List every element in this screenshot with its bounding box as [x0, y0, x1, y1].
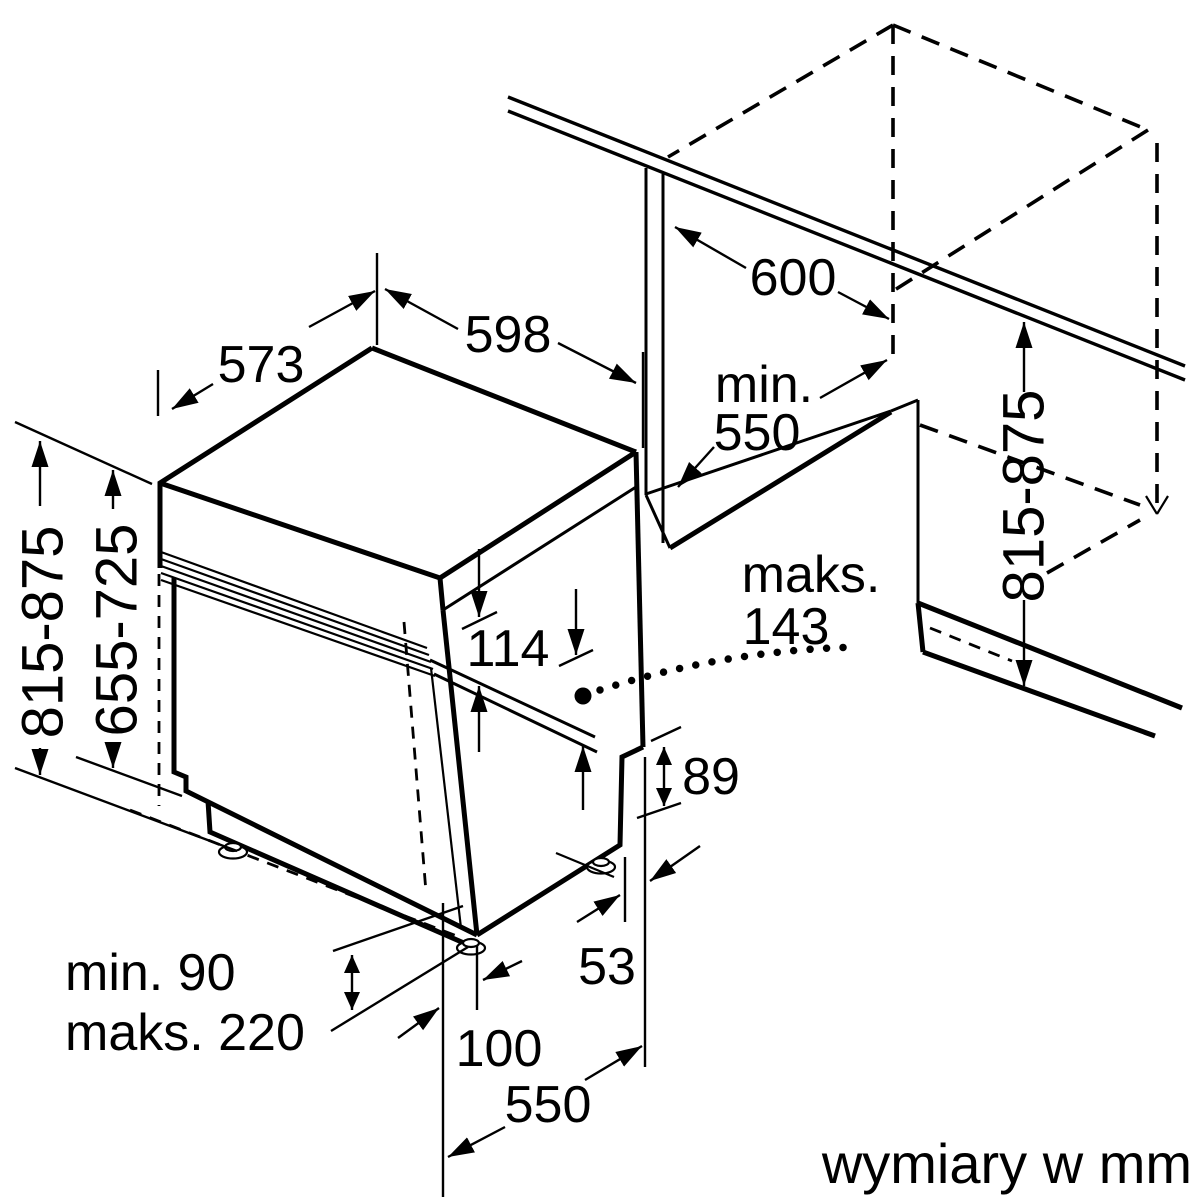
dim-label-width-top: 598 [465, 306, 552, 364]
dim-label-door-panel-thickness: 100 [456, 1020, 543, 1078]
dim-label-height-inner-left: 655-725 [84, 524, 149, 737]
dim-label-height-total-left: 815-875 [10, 526, 75, 739]
extension-lines [14, 253, 682, 1197]
countertop [507, 95, 1186, 382]
dim-label-overlap-word: maks. [742, 546, 881, 604]
dim-label-feet-min: min. 90 [65, 944, 236, 1002]
dim-label-cabinet-width: 600 [750, 249, 837, 307]
dimension-labels: 573 598 600 min. 550 maks. 143 815-875 6… [10, 249, 1192, 1195]
dishwasher-feet [217, 841, 617, 956]
niche-hidden-outline [667, 23, 1169, 575]
dim-label-niche-height-right: 815-875 [991, 390, 1056, 603]
max-143-leader [574, 643, 862, 705]
dim-label-cabinet-depth-word: min. [715, 356, 813, 414]
dim-label-panel-top-gap: 114 [467, 620, 550, 678]
units-note: wymiary w mm [821, 1132, 1192, 1195]
cabinet-outline [644, 168, 1183, 739]
dim-label-depth-top: 573 [218, 336, 305, 394]
dimension-arrows [31, 225, 1033, 1159]
dim-label-cabinet-depth-value: 550 [714, 404, 801, 462]
dim-label-plinth-recess-height: 89 [682, 748, 740, 806]
dim-label-plinth-recess-depth: 53 [578, 938, 636, 996]
dishwasher-outline [129, 345, 646, 950]
dim-label-installation-depth: 550 [505, 1076, 592, 1134]
dim-label-feet-max: maks. 220 [65, 1004, 305, 1062]
dim-label-overlap-value: 143 [743, 598, 830, 656]
